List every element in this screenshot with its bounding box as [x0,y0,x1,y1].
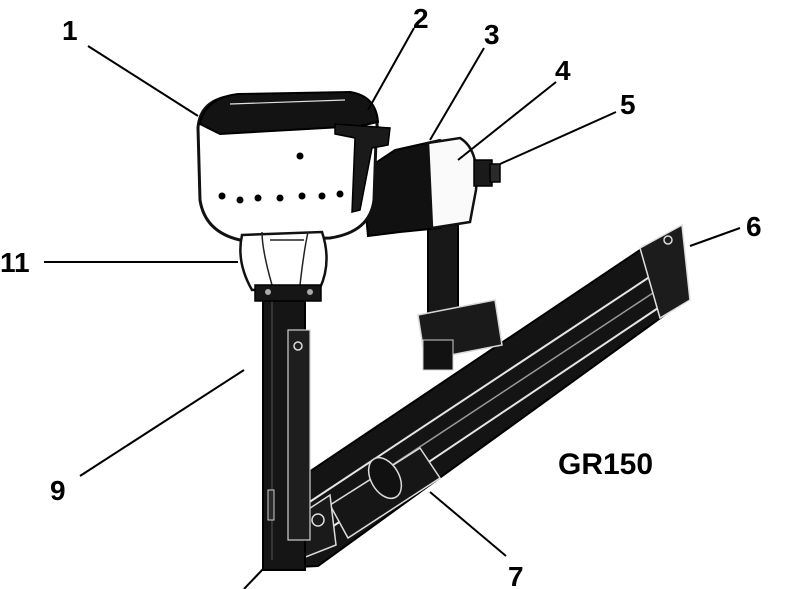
callout-labels: 1 2 3 4 5 6 7 9 11 [0,3,762,589]
callout-5: 5 [620,89,636,120]
leader-line-9 [79,369,245,477]
handle-end [426,136,501,230]
nose-guide [262,287,311,571]
magazine [268,223,691,570]
callout-6: 6 [746,211,762,242]
callout-3: 3 [484,19,500,50]
leader-line-2 [367,27,415,111]
body-neck [239,230,328,302]
callout-1: 1 [62,15,78,46]
callout-4: 4 [555,55,571,86]
leader-line-6 [689,227,741,247]
callout-9: 9 [50,475,66,506]
callout-2: 2 [413,3,429,34]
leader-line-1 [87,45,199,117]
leader-line-7 [429,491,507,557]
body-housing [196,90,391,242]
leader-line-8 [243,567,265,589]
callout-7: 7 [508,561,524,589]
leader-line-3 [429,47,485,141]
leader-line-5 [499,111,617,165]
leader-lines [44,27,741,589]
leader-line-4 [457,81,557,161]
nailer-illustration [196,90,691,571]
support-strut [417,221,503,371]
model-label: GR150 [558,448,653,481]
callout-11: 11 [0,247,30,278]
